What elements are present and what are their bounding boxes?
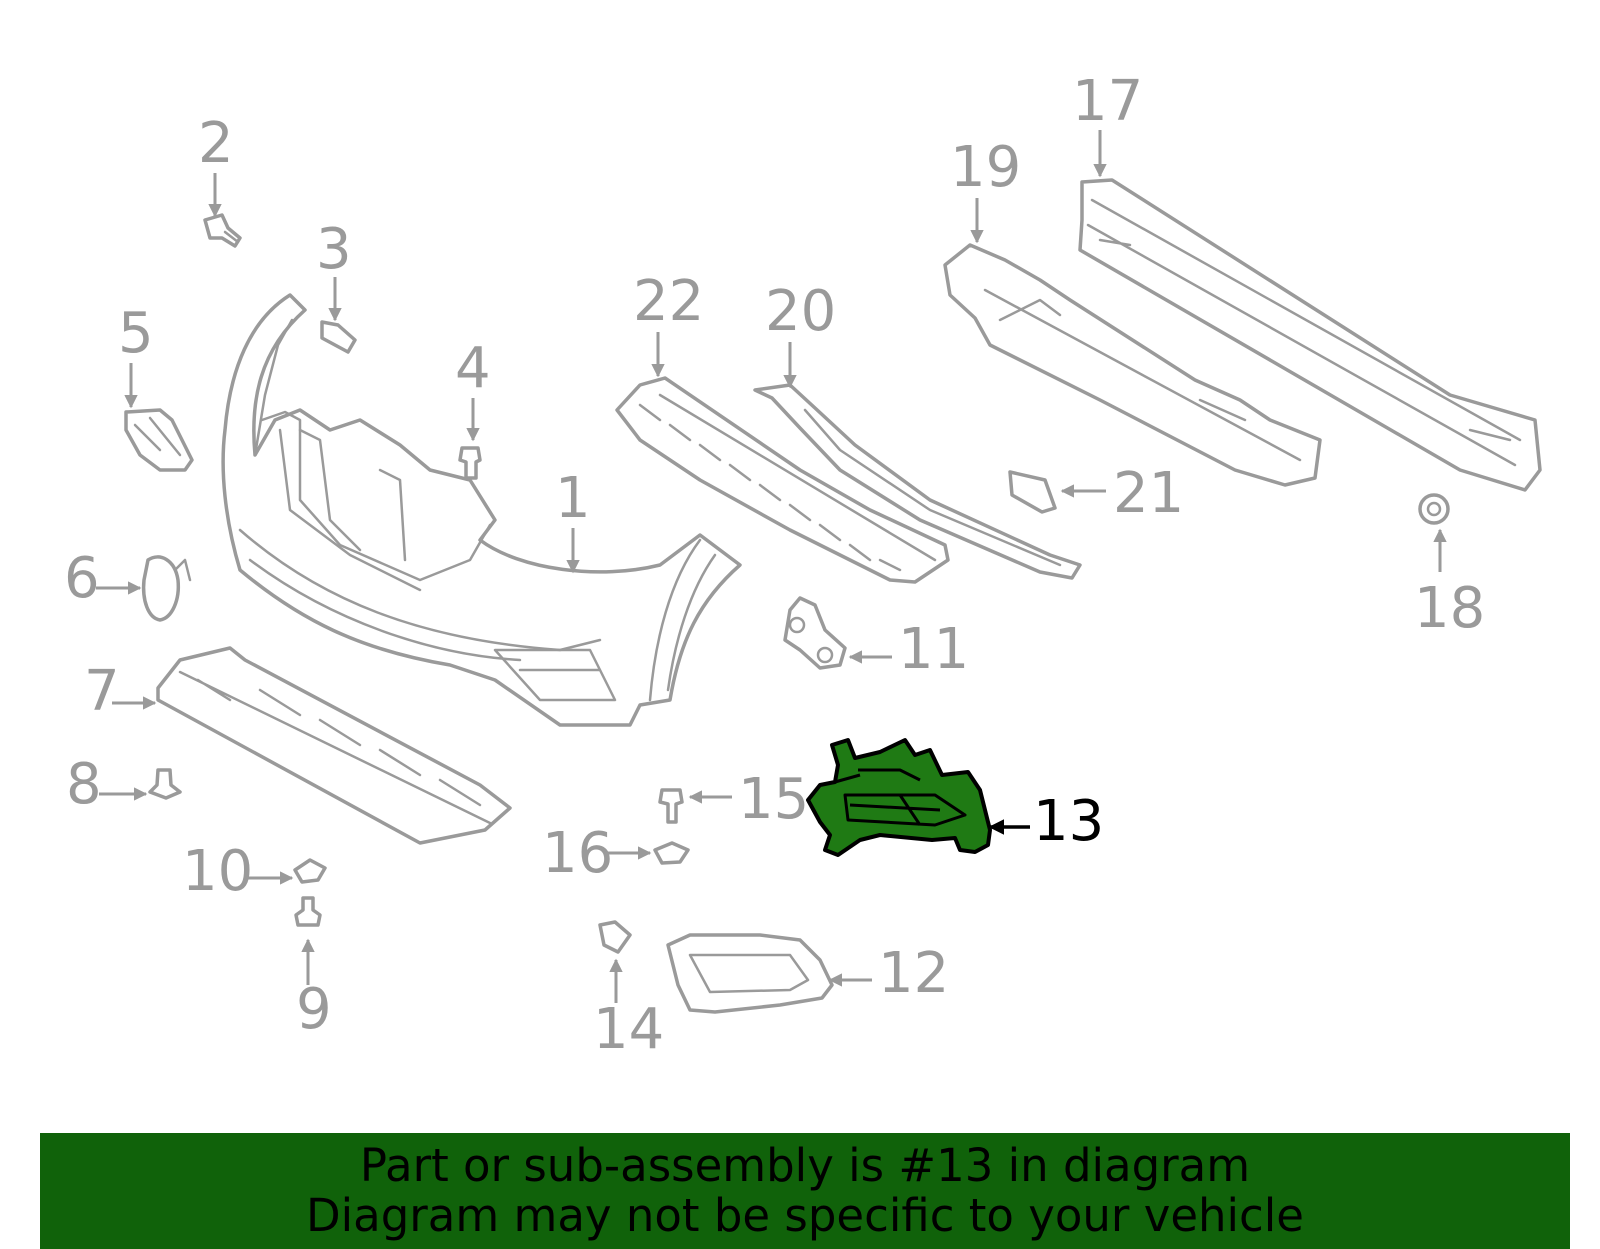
part-9-screw: [294, 896, 322, 927]
banner-line-2: Diagram may not be specific to your vehi…: [306, 1189, 1304, 1242]
part-7-under-cover: [156, 646, 512, 845]
callout-6: 6: [64, 546, 100, 611]
part-22-grille: [615, 376, 950, 584]
callout-19: 19: [950, 135, 1021, 200]
callout-18: 18: [1414, 576, 1485, 641]
part-5-side-bracket: [124, 408, 194, 472]
part-12-lamp-bezel: [666, 933, 834, 1014]
callout-20: 20: [765, 279, 836, 344]
callout-21: 21: [1113, 461, 1184, 526]
part-18-nut: [1418, 493, 1450, 525]
callout-11: 11: [898, 617, 969, 682]
callout-8: 8: [66, 752, 102, 817]
callout-16: 16: [542, 821, 613, 886]
callout-9: 9: [296, 977, 332, 1042]
callout-1: 1: [555, 466, 591, 531]
part-19-absorber: [943, 243, 1322, 487]
callout-10: 10: [182, 839, 253, 904]
part-8-push-clip: [148, 768, 182, 800]
callout-13: 13: [1033, 789, 1104, 854]
callout-5: 5: [118, 301, 154, 366]
callout-2: 2: [198, 111, 234, 176]
part-17-reinforcement-bar: [1078, 178, 1542, 492]
callout-14: 14: [593, 997, 664, 1062]
callout-15: 15: [738, 767, 809, 832]
part-15-bolt: [658, 788, 684, 824]
part-4-grommet: [458, 446, 482, 480]
callout-7: 7: [84, 659, 120, 724]
callout-12: 12: [878, 941, 949, 1006]
part-13-fog-lamp[interactable]: [806, 738, 992, 857]
part-11-bracket: [783, 596, 847, 670]
part-1-bumper-cover: [221, 293, 742, 727]
part-6-cover-cap: [141, 555, 192, 622]
part-2-bolt: [203, 213, 242, 248]
part-3-clip: [320, 320, 357, 354]
banner-line-1: Part or sub-assembly is #13 in diagram: [359, 1139, 1251, 1192]
part-16-nut: [653, 841, 690, 865]
callout-3: 3: [316, 217, 352, 282]
part-14-clip: [598, 920, 632, 954]
part-21-bracket: [1008, 470, 1057, 514]
info-banner: Part or sub-assembly is #13 in diagram D…: [40, 1133, 1570, 1249]
callout-4: 4: [455, 336, 491, 401]
callout-17: 17: [1072, 69, 1143, 134]
part-20-trim-strip: [753, 383, 1082, 580]
part-10-nut-clip: [293, 858, 327, 884]
callout-22: 22: [633, 269, 704, 334]
